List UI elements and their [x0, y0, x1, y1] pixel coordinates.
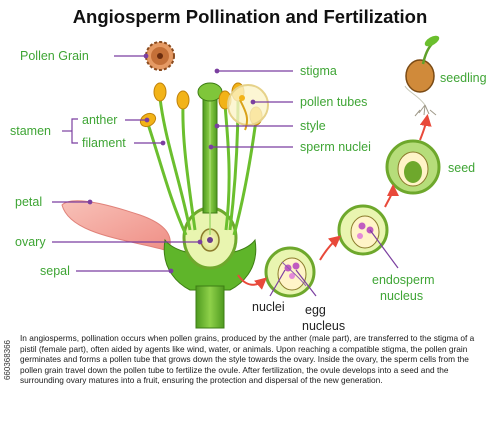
pollen-tube-highlight [227, 84, 269, 126]
label-endosperm: endosperm [372, 273, 435, 287]
leader-lines [52, 53, 293, 274]
diagram-title: Angiosperm Pollination and Fertilization [72, 6, 428, 27]
stem-shape [195, 285, 225, 329]
label-egg-nucleus: nucleus [302, 319, 345, 333]
label-ovary: ovary [15, 235, 46, 249]
label-pollen-tubes: pollen tubes [300, 95, 367, 109]
label-nuclei: nuclei [252, 300, 285, 314]
label-anther: anther [82, 113, 117, 127]
label-stigma: stigma [300, 64, 337, 78]
label-seed: seed [448, 161, 475, 175]
label-seedling: seedling [440, 71, 487, 85]
stigma-shape [197, 82, 223, 102]
description-text: In angiosperms, pollination occurs when … [20, 333, 475, 386]
label-filament: filament [82, 136, 126, 150]
label-pollen-grain: Pollen Grain [20, 49, 89, 63]
petal-shape [61, 200, 171, 251]
label-endosperm-nucleus: nucleus [380, 289, 423, 303]
label-sepal: sepal [40, 264, 70, 278]
watermark-id: 660368366 [3, 340, 12, 381]
seed-shape [385, 139, 441, 195]
filaments [146, 97, 258, 236]
label-style: style [300, 119, 326, 133]
label-stamen: stamen [10, 124, 51, 138]
label-sperm-nuclei: sperm nuclei [300, 140, 371, 154]
endosperm-ovule [337, 204, 389, 256]
label-petal: petal [15, 195, 42, 209]
label-egg: egg [305, 303, 326, 317]
seedling-shape [404, 35, 440, 117]
fertilized-ovule [264, 246, 316, 298]
